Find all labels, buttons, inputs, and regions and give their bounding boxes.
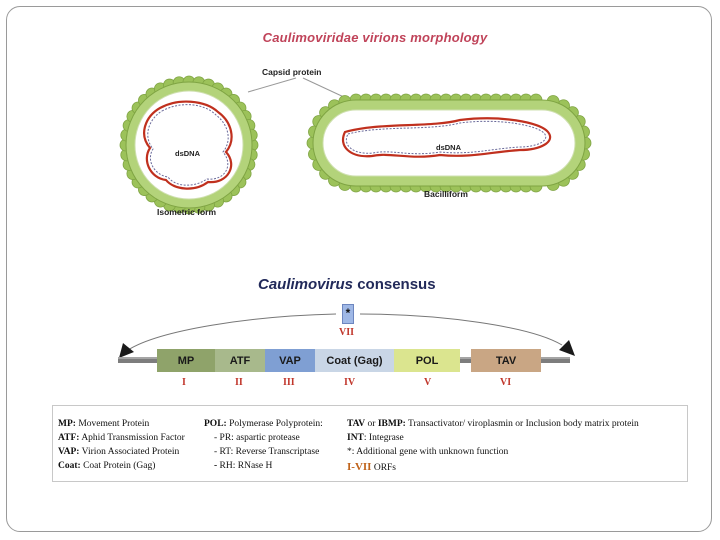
arrow-left: [127, 313, 337, 351]
legend-atf: ATF: Aphid Transmission Factor: [58, 433, 185, 444]
orf-iii-label: III: [283, 377, 295, 388]
legend-orfs-text: ORFs: [371, 463, 397, 473]
segment-tav-label: TAV: [495, 354, 517, 367]
legend-int-text: : Integrase: [363, 433, 404, 443]
orf-vii-marker: [342, 304, 354, 324]
legend-coat-key: Coat:: [58, 461, 81, 471]
segment-vap-label: VAP: [279, 354, 301, 367]
legend-coat-text: Coat Protein (Gag): [80, 461, 156, 471]
segment-mp: MP: [157, 349, 215, 372]
segment-atf: ATF: [215, 349, 265, 372]
capsid-protein-label: Capsid protein: [262, 67, 322, 77]
legend-orfs: I-VII ORFs: [347, 462, 396, 474]
legend-atf-key: ATF:: [58, 433, 80, 443]
legend-mp: MP: Movement Protein: [58, 419, 150, 430]
segment-coat: Coat (Gag): [315, 349, 394, 372]
bacilliform-dsdna: [342, 117, 552, 158]
legend-pr: - PR: aspartic protease: [214, 433, 300, 443]
genome-title-rest: consensus: [353, 276, 436, 293]
orf-v-label: V: [424, 377, 432, 388]
orf-i-label: I: [182, 377, 186, 388]
dsdna-label-right: dsDNA: [436, 143, 462, 152]
segment-tav: TAV: [471, 349, 541, 372]
legend-coat: Coat: Coat Protein (Gag): [58, 461, 156, 472]
segment-vap: VAP: [265, 349, 315, 372]
orf-vii-star: *: [345, 306, 351, 320]
isometric-form-label: Isometric form: [157, 207, 217, 217]
legend-atf-text: Aphid Transmission Factor: [79, 433, 185, 443]
legend-star: *: Additional gene with unknown function: [347, 447, 509, 457]
legend-mp-key: MP:: [58, 419, 76, 429]
legend-int: INT: Integrase: [347, 433, 404, 444]
orf-vii-label: VII: [339, 327, 355, 338]
orf-vi-label: VI: [500, 377, 512, 388]
legend-int-key: INT: [347, 433, 364, 443]
legend-vap-text: Virion Associated Protein: [79, 447, 180, 457]
legend-tav: TAV or IBMP: Transactivator/ viroplasmin…: [347, 419, 639, 430]
arrow-left-head: [119, 343, 134, 358]
segment-atf-label: ATF: [229, 354, 251, 367]
legend-rh-text: RH: RNase H: [217, 461, 273, 471]
legend-mp-text: Movement Protein: [75, 419, 150, 429]
bacilliform-virion: [306, 93, 592, 193]
legend-vap-key: VAP:: [58, 447, 80, 457]
legend-pol: POL: Polymerase Polyprotein:: [204, 419, 323, 430]
segment-pol-label: POL: [415, 354, 439, 367]
legend-pol-text: Polymerase Polyprotein:: [226, 419, 323, 429]
legend-rt: - RT: Reverse Transcriptase: [214, 447, 320, 457]
arrow-right-head: [559, 340, 575, 356]
capsid-pointer-left: [247, 77, 297, 93]
legend-rh-key: -: [214, 461, 218, 471]
segment-coat-label: Coat (Gag): [326, 354, 383, 367]
orf-ii-label: II: [235, 377, 243, 388]
legend-tav-or: or: [365, 419, 378, 429]
segment-pol: POL: [394, 349, 460, 372]
legend-vap: VAP: Virion Associated Protein: [58, 447, 180, 458]
legend-box: [52, 405, 688, 482]
genome-title: Caulimovirus consensus: [258, 276, 436, 293]
segment-mp-label: MP: [177, 354, 195, 367]
orf-iv-label: IV: [344, 377, 356, 388]
genome-title-italic: Caulimovirus: [258, 276, 354, 293]
bacilliform-label: Bacilliform: [424, 189, 468, 199]
legend-tav-key: TAV: [347, 419, 366, 429]
morphology-title: Caulimoviridae virions morphology: [262, 30, 488, 45]
dsdna-label-left: dsDNA: [175, 149, 201, 158]
legend-rh: - RH: RNase H: [214, 461, 273, 472]
isometric-virion: [119, 75, 259, 215]
arrow-right: [359, 313, 563, 346]
legend-orfs-key: I-VII: [347, 461, 372, 473]
legend-pol-key: POL:: [204, 419, 227, 429]
legend-tav-text: Transactivator/ viroplasmin or Inclusion…: [405, 419, 639, 429]
capsid-pointer-right: [302, 77, 347, 99]
isometric-dsdna: [143, 100, 233, 190]
legend-ibmp-key: IBMP:: [377, 419, 406, 429]
